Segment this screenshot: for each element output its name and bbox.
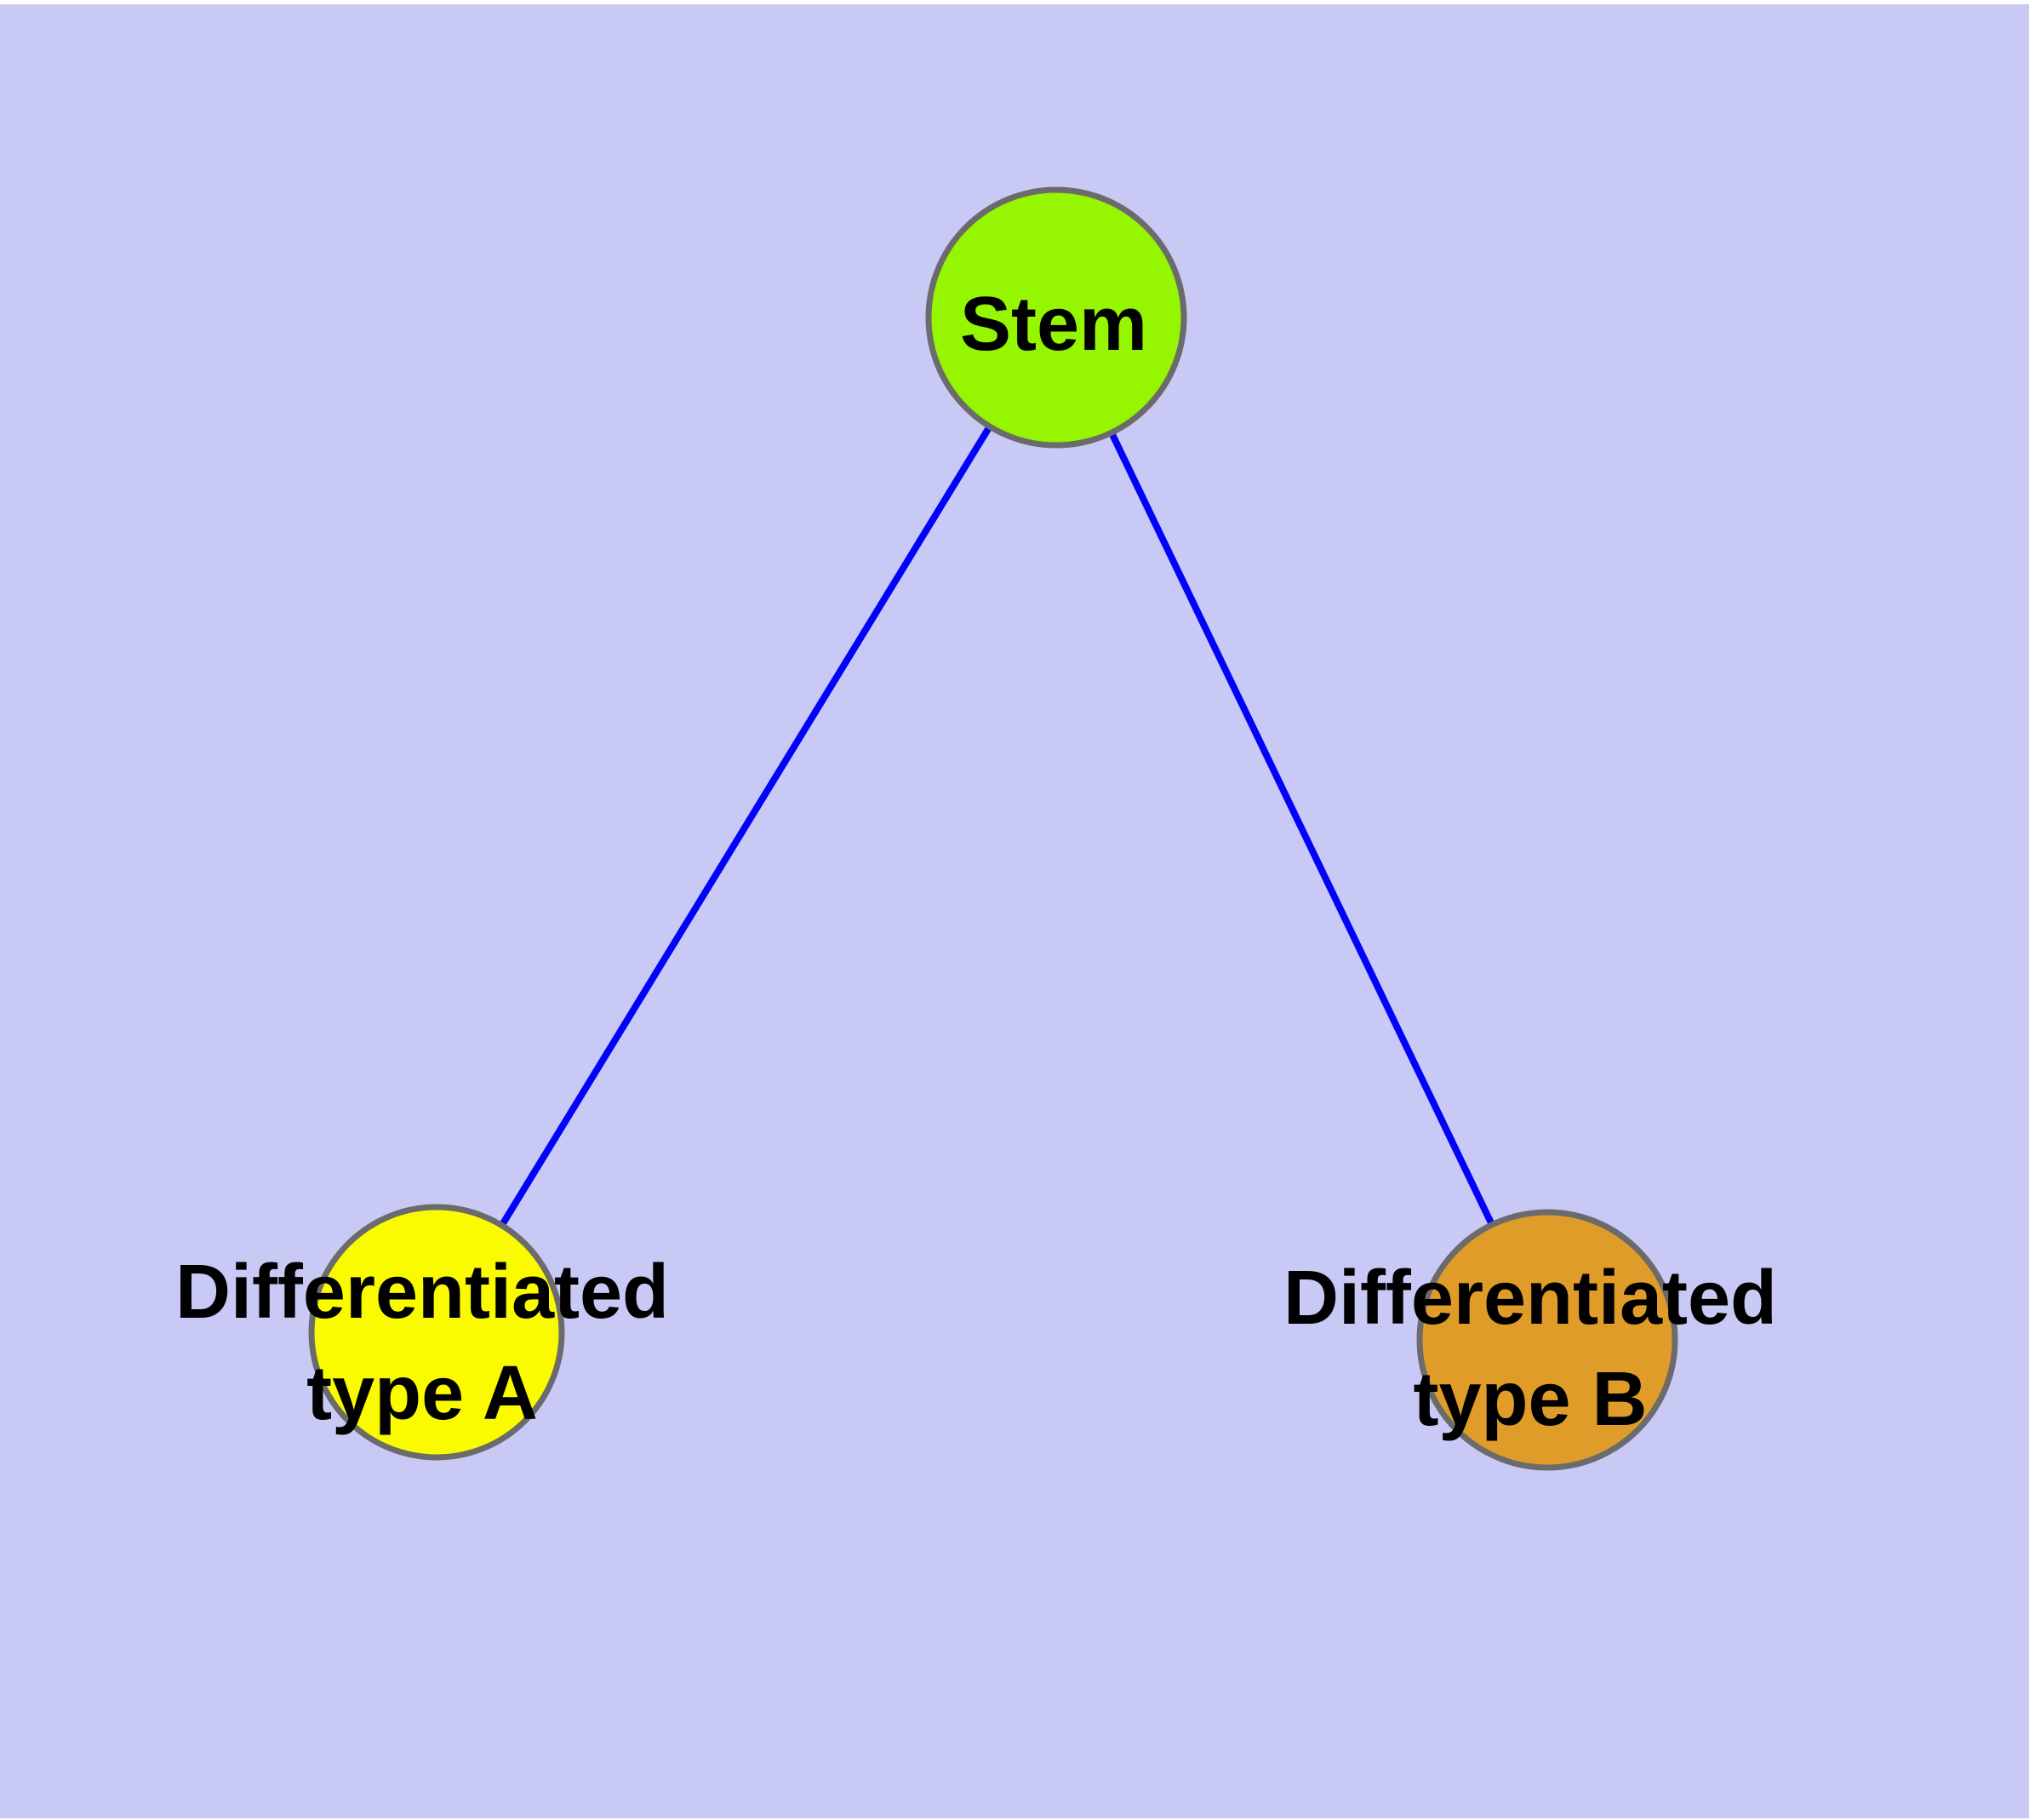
edge-stem-to-differentiated-type-b	[1053, 316, 1551, 1342]
edge-stem-to-differentiated-type-a	[433, 315, 1060, 1335]
node-stem	[925, 186, 1187, 449]
node-differentiated-type-b	[1416, 1209, 1678, 1471]
node-differentiated-type-a	[308, 1204, 565, 1461]
node-stem-label: Stem	[960, 282, 1147, 367]
node-differentiated-type-b-label-line2: type B	[1413, 1357, 1647, 1442]
node-differentiated-type-b-label-line1: Differentiated	[1283, 1256, 1777, 1341]
node-differentiated-type-a-label-line1: Differentiated	[175, 1250, 669, 1335]
node-differentiated-type-a-label-line2: type A	[306, 1351, 538, 1436]
